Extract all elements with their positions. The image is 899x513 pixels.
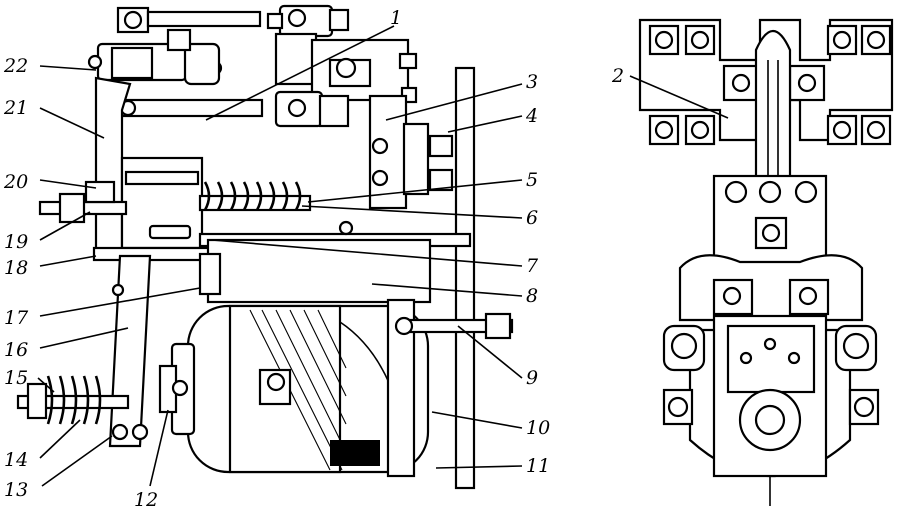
leader-2 <box>629 75 729 119</box>
coil <box>186 298 430 478</box>
callout-16: 16 <box>4 339 28 361</box>
callout-9: 9 <box>526 367 538 389</box>
leader-1 <box>205 25 395 121</box>
leader-16 <box>39 327 129 349</box>
return-spring <box>198 181 312 212</box>
callout-14: 14 <box>4 449 28 471</box>
callout-8: 8 <box>526 285 538 307</box>
leader-7 <box>211 239 523 267</box>
leader-17 <box>39 287 201 317</box>
mounting-plate <box>454 66 476 490</box>
callout-13: 13 <box>4 479 28 501</box>
callout-11: 11 <box>526 455 550 477</box>
adjusting-screw <box>38 180 128 224</box>
leader-6 <box>301 205 523 219</box>
callout-20: 20 <box>3 171 28 193</box>
callout-2: 2 <box>611 65 624 87</box>
leader-21 <box>39 107 105 139</box>
callout-3: 3 <box>526 71 538 93</box>
front-contact-finger <box>754 30 792 182</box>
release-spring <box>16 375 130 425</box>
armature-lever <box>108 254 152 448</box>
callout-17: 17 <box>4 307 29 329</box>
callout-10: 10 <box>526 417 550 439</box>
leader-lines <box>37 25 729 487</box>
callout-21: 21 <box>3 97 28 119</box>
leader-10 <box>431 411 523 429</box>
side-bracket <box>368 94 454 210</box>
leader-8 <box>371 283 523 297</box>
shunt-cap <box>158 342 292 436</box>
callout-18: 18 <box>4 257 28 279</box>
callout-6: 6 <box>526 207 538 229</box>
leader-9 <box>457 325 523 379</box>
front-view <box>638 18 894 506</box>
top-contact-assembly <box>116 4 350 38</box>
callout-4: 4 <box>525 105 538 127</box>
leader-19 <box>39 211 91 241</box>
leader-12 <box>149 409 169 487</box>
leader-3 <box>385 83 523 121</box>
callout-22: 22 <box>3 55 28 77</box>
leader-13 <box>41 435 113 487</box>
mounting-bolt <box>394 312 514 340</box>
leader-14 <box>39 419 81 459</box>
front-body <box>678 174 864 322</box>
callout-labels: 1 2 3 4 5 6 7 8 9 10 11 12 13 14 15 16 1… <box>3 7 624 511</box>
callout-12: 12 <box>134 489 158 511</box>
callout-1: 1 <box>390 7 402 29</box>
callout-5: 5 <box>526 169 538 191</box>
callout-19: 19 <box>4 231 28 253</box>
leader-11 <box>435 465 523 469</box>
leader-4 <box>447 115 523 133</box>
upper-contact-block <box>87 28 223 86</box>
leader-5 <box>307 179 523 203</box>
magnet-core <box>198 238 432 304</box>
leader-18 <box>39 255 97 267</box>
leader-20 <box>39 179 97 189</box>
leader-15 <box>37 377 55 393</box>
callout-15: 15 <box>4 367 28 389</box>
front-coil <box>662 314 880 506</box>
callout-7: 7 <box>526 255 539 277</box>
side-view <box>16 4 514 490</box>
leader-22 <box>39 65 97 71</box>
